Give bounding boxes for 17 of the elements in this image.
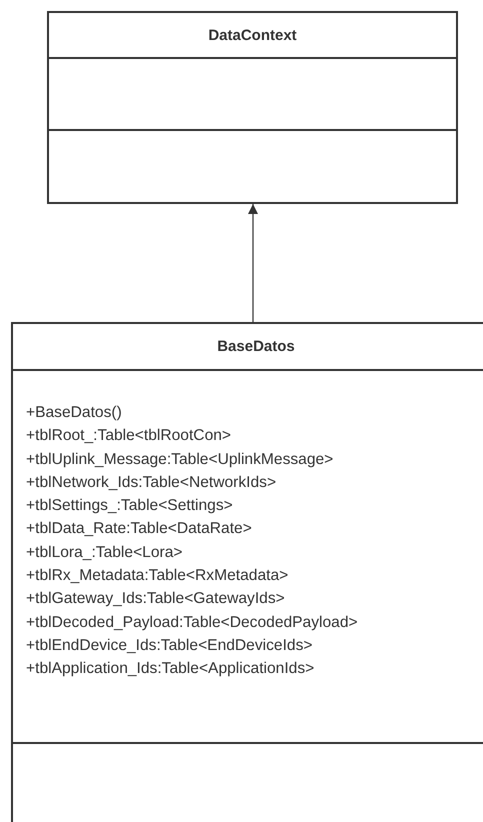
member-text: +tblRx_Metadata:Table<RxMetadata> xyxy=(25,566,288,586)
member-text: +tblEndDevice_Ids:Table<EndDeviceIds> xyxy=(25,636,312,656)
member-text: +tblSettings_:Table<Settings> xyxy=(25,496,233,516)
inheritance-arrow xyxy=(248,204,258,322)
member-text: +tblApplication_Ids:Table<ApplicationIds> xyxy=(25,659,314,680)
member-text: +tblNetwork_Ids:Table<NetworkIds> xyxy=(25,472,276,493)
member-text: +tblDecoded_Payload:Table<DecodedPayload> xyxy=(25,612,358,633)
member-text: +BaseDatos() xyxy=(25,403,122,423)
member-text: +tblLora_:Table<Lora> xyxy=(25,542,182,563)
class-box xyxy=(47,11,458,204)
member-text: +tblData_Rate:Table<DataRate> xyxy=(25,519,252,540)
member-text: +tblGateway_Ids:Table<GatewayIds> xyxy=(25,589,285,610)
class-box xyxy=(11,322,483,822)
class-name: BaseDatos xyxy=(217,338,295,355)
member-text: +tblRoot_:Table<tblRootCon> xyxy=(25,426,232,446)
member-text: +tblUplink_Message:Table<UplinkMessage> xyxy=(25,450,334,470)
class-name: DataContext xyxy=(208,26,297,44)
